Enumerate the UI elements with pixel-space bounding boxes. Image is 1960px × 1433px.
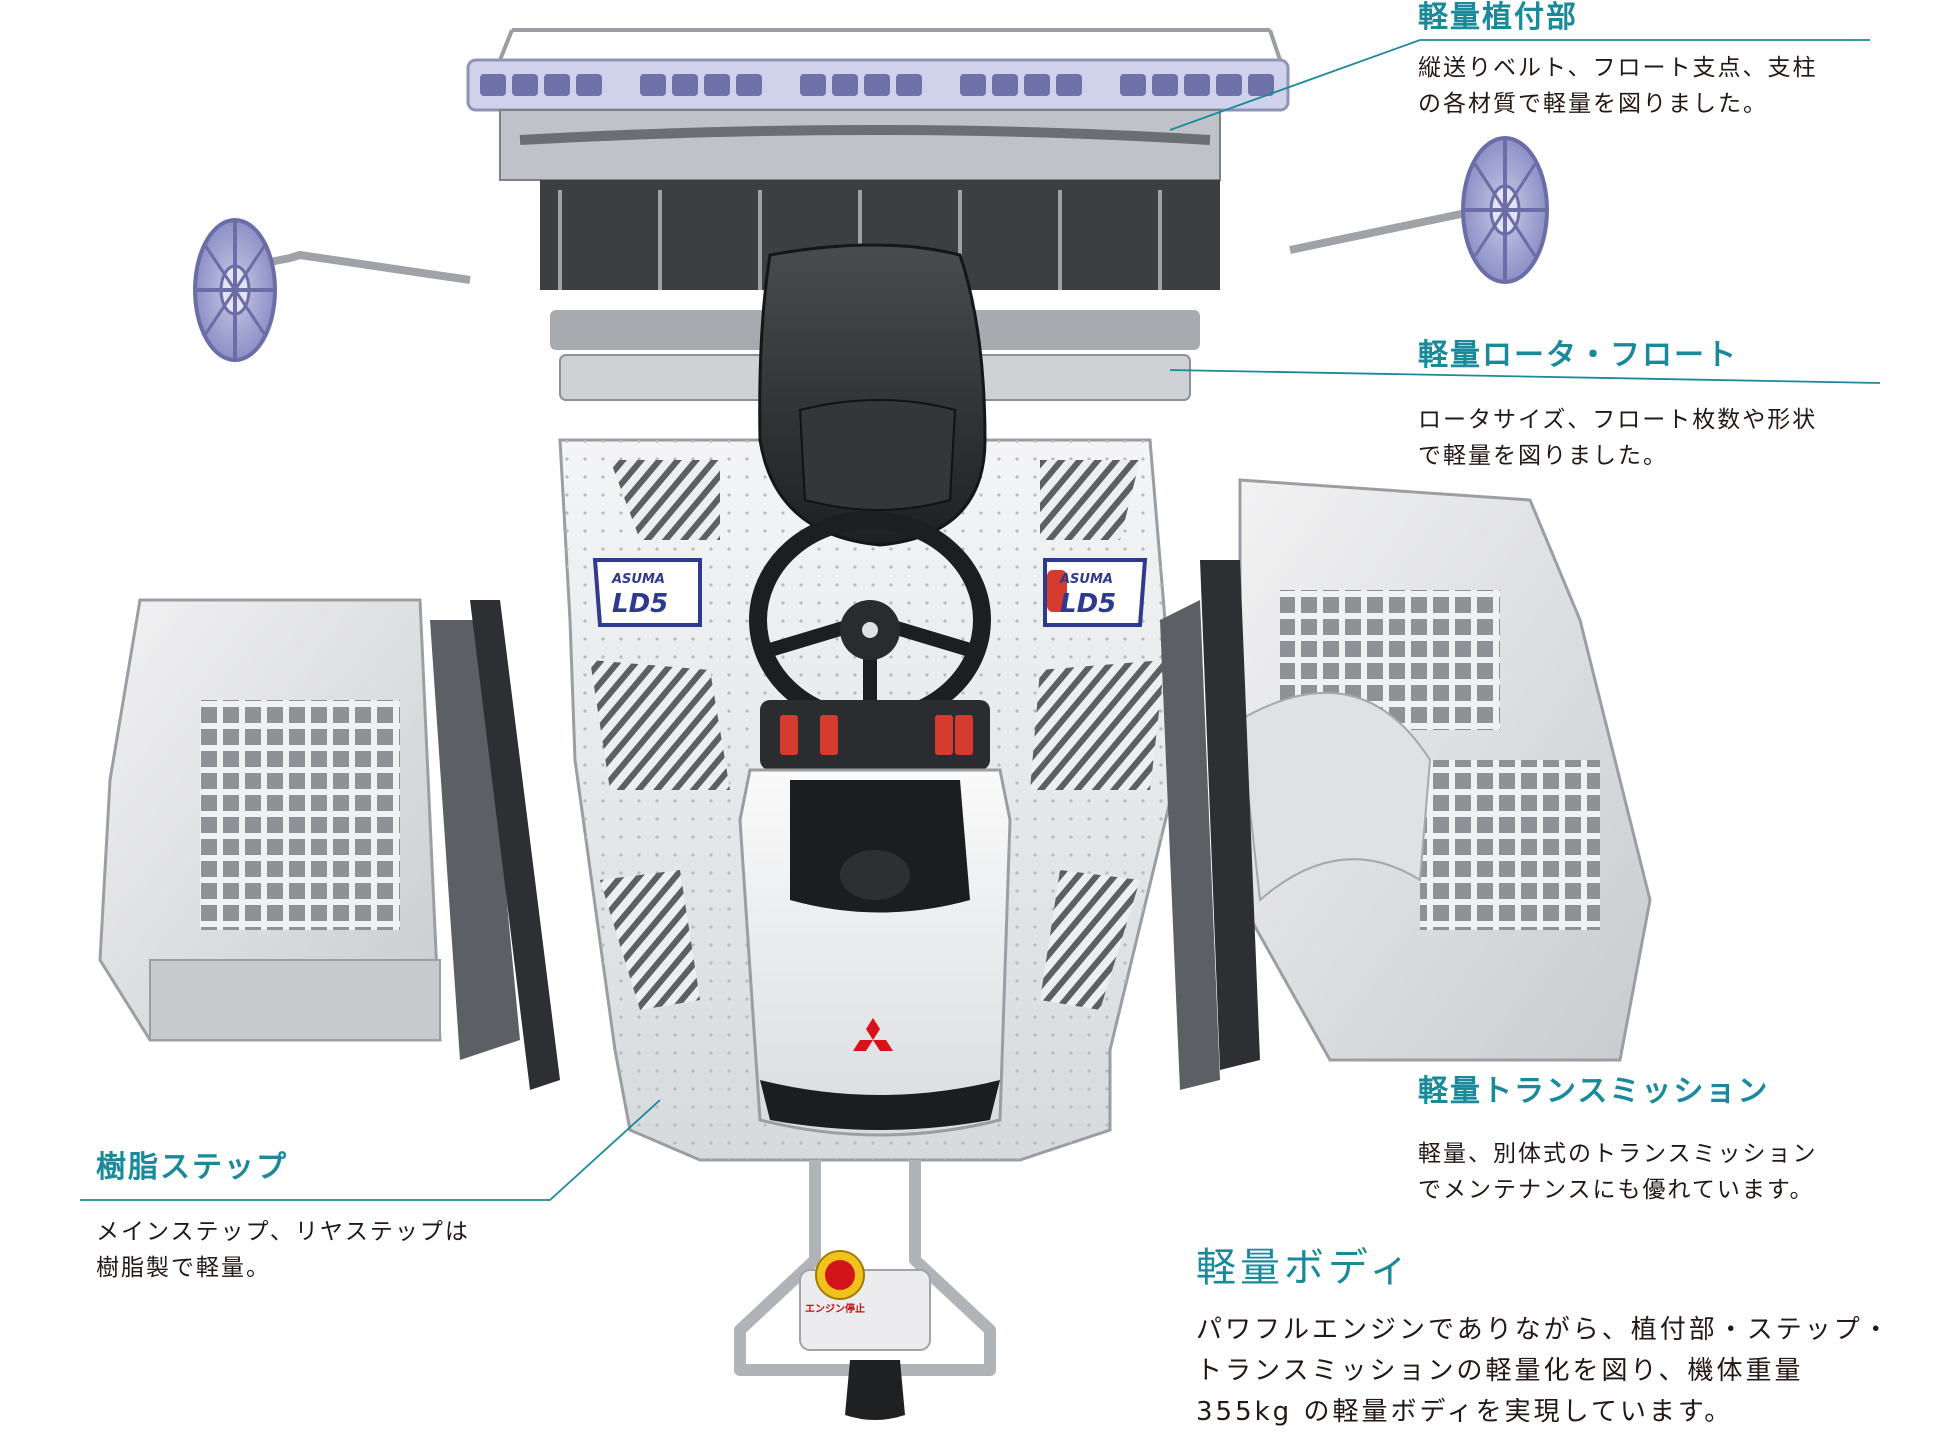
callout-planting-desc: 縦送りベルト、フロート支点、支柱 の各材質で軽量を図りました。 (1418, 55, 1818, 117)
callout-transmission: 軽量トランスミッション 軽量、別体式のトランスミッション でメンテナンスにも優れ… (1418, 1074, 1938, 1208)
callout-transmission-desc: 軽量、別体式のトランスミッション でメンテナンスにも優れています。 (1418, 1141, 1818, 1203)
callout-rotor-float: 軽量ロータ・フロート ロータサイズ、フロート枚数や形状 で軽量を図りました。 (1418, 338, 1938, 474)
callout-body-desc: パワフルエンジンでありながら、植付部・ステップ・ トランスミッションの軽量化を図… (1196, 1315, 1892, 1427)
badge-left-brand: ASUMA (611, 572, 665, 587)
callout-step-desc: メインステップ、リヤステップは 樹脂製で軽量。 (96, 1219, 470, 1281)
control-console (760, 570, 1067, 770)
front-hood (738, 768, 1012, 1137)
callout-rotor-title: 軽量ロータ・フロート (1418, 338, 1738, 373)
badge-right-brand: ASUMA (1059, 572, 1113, 587)
planting-unit (466, 28, 1290, 401)
stop-button-label: エンジン停止 (805, 1302, 865, 1315)
callout-planting-unit: 軽量植付部 縦送りベルト、フロート支点、支柱 の各材質で軽量を図りました。 (1418, 0, 1938, 122)
badge-left-model: LD5 (612, 589, 668, 619)
callout-light-body: 軽量ボディ パワフルエンジンでありながら、植付部・ステップ・ トランスミッション… (1196, 1244, 1936, 1433)
callout-transmission-title: 軽量トランスミッション (1418, 1074, 1770, 1109)
callout-planting-title: 軽量植付部 (1418, 0, 1578, 35)
emergency-stop-icon (815, 1250, 865, 1300)
seat-icon (758, 243, 987, 547)
left-seedling-tray (98, 598, 560, 1090)
leader-lines (80, 39, 1881, 1201)
model-badges: ASUMA LD5 ASUMA LD5 エンジン停止 (611, 572, 1116, 1315)
callout-body-title: 軽量ボディ (1196, 1245, 1414, 1291)
rear-handle (734, 1160, 996, 1420)
right-seedling-tray (1160, 478, 1652, 1090)
callout-rotor-desc: ロータサイズ、フロート枚数や形状 で軽量を図りました。 (1418, 407, 1818, 469)
callout-step-title: 樹脂ステップ (96, 1150, 288, 1185)
badge-right-model: LD5 (1060, 589, 1116, 619)
callout-resin-step: 樹脂ステップ メインステップ、リヤステップは 樹脂製で軽量。 (96, 1150, 616, 1286)
mitsubishi-logo-icon (853, 1018, 893, 1051)
float-wheels (193, 136, 1549, 362)
